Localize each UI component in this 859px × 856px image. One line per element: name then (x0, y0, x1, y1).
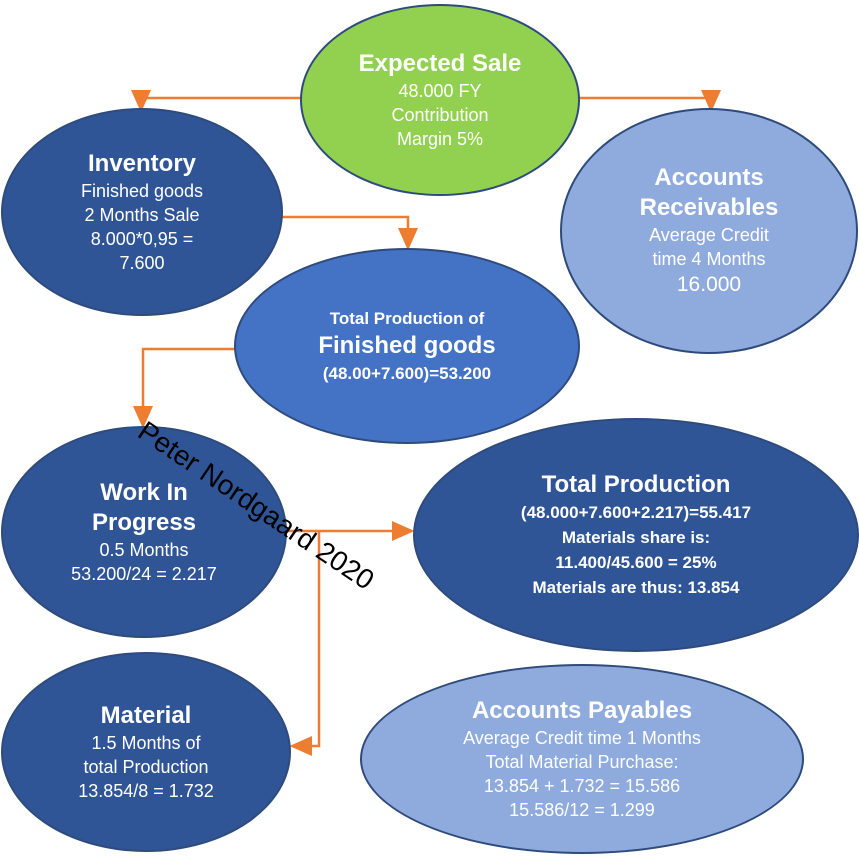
total-production-fg-title: Finished goods (318, 332, 496, 359)
total-production-fg-formula: (48.00+7.600)=53.200 (322, 364, 492, 383)
material-line-1: 1.5 Months of (91, 733, 201, 753)
total-production-line-4: Materials are thus: 13.854 (532, 578, 740, 597)
accounts-payables-line-3: 13.854 + 1.732 = 15.586 (483, 776, 681, 796)
wip-line-1: 0.5 Months (99, 540, 189, 560)
accounts-payables-node: Accounts Payables Average Credit time 1 … (360, 664, 804, 854)
arrow-sale-to-receivables (578, 90, 721, 113)
total-production-line-1: (48.000+7.600+2.217)=55.417 (520, 503, 752, 522)
accounts-receivables-title-1: Accounts (654, 164, 764, 191)
total-production-title: Total Production (541, 471, 731, 498)
accounts-receivables-node: Accounts Receivables Average Credit time… (560, 108, 858, 354)
inventory-line-3: 8.000*0,95 = (90, 229, 194, 249)
accounts-payables-line-1: Average Credit time 1 Months (463, 728, 701, 748)
total-production-finished-goods-node: Total Production of Finished goods (48.0… (234, 248, 580, 444)
total-production-node: Total Production (48.000+7.600+2.217)=55… (413, 418, 859, 652)
accounts-receivables-line-3: 16.000 (676, 273, 742, 296)
accounts-receivables-line-1: Average Credit (649, 225, 769, 245)
arrow-wip-to-material (289, 531, 321, 756)
material-node: Material 1.5 Months of total Production … (1, 652, 291, 852)
accounts-payables-line-4: 15.586/12 = 1.299 (509, 800, 655, 820)
arrow-total-production-fg-to-wip (133, 347, 236, 429)
wip-line-2: 53.200/24 = 2.217 (71, 564, 217, 584)
expected-sale-title: Expected Sale (358, 50, 522, 77)
work-in-progress-node: Work In Progress 0.5 Months 53.200/24 = … (1, 426, 287, 638)
arrow-inventory-to-total-production-fg (282, 215, 418, 251)
accounts-payables-line-2: Total Material Purchase: (485, 752, 679, 772)
expected-sale-line-3: Margin 5% (396, 129, 484, 149)
inventory-line-4: 7.600 (119, 253, 165, 273)
inventory-line-1: Finished goods (80, 181, 204, 201)
inventory-node: Inventory Finished goods 2 Months Sale 8… (1, 108, 283, 316)
expected-sale-node: Expected Sale 48.000 FY Contribution Mar… (300, 4, 580, 196)
inventory-line-2: 2 Months Sale (84, 205, 200, 225)
accounts-receivables-line-2: time 4 Months (652, 249, 766, 269)
material-title: Material (100, 702, 192, 729)
total-production-line-3: 11.400/45.600 = 25% (555, 553, 717, 572)
material-line-3: 13.854/8 = 1.732 (78, 781, 214, 801)
wip-title-2: Progress (91, 509, 197, 536)
accounts-payables-title: Accounts Payables (471, 697, 693, 724)
expected-sale-line-2: Contribution (391, 105, 489, 125)
arrow-sale-to-inventory (131, 90, 302, 113)
total-production-fg-label: Total Production of (329, 309, 485, 328)
inventory-title: Inventory (87, 150, 197, 177)
expected-sale-line-1: 48.000 FY (398, 81, 482, 101)
wip-title-1: Work In (100, 479, 188, 506)
total-production-line-2: Materials share is: (561, 528, 711, 547)
material-line-2: total Production (83, 757, 209, 777)
accounts-receivables-title-2: Receivables (639, 194, 779, 221)
